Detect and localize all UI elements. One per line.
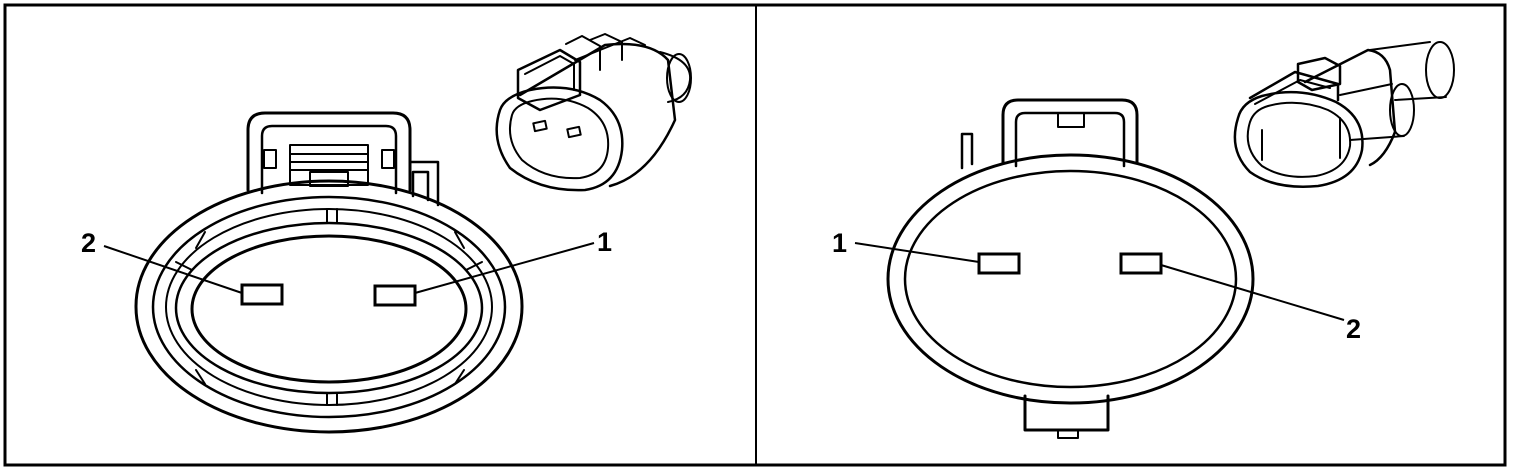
left-pin-2-leader (103, 245, 243, 294)
right-connector-face (886, 98, 1255, 439)
right-pin-1-label: 1 (832, 228, 847, 258)
left-connector-iso-view (495, 33, 692, 192)
left-connector-face (134, 111, 524, 434)
right-pin-2 (1119, 252, 1163, 275)
right-panel: 1 2 (832, 41, 1455, 439)
left-panel: 2 1 (81, 33, 692, 434)
left-pin-1-leader (414, 242, 595, 294)
left-pin-2-label: 2 (81, 228, 96, 258)
right-pin-2-leader (1160, 264, 1345, 321)
right-connector-iso-view (1233, 41, 1455, 188)
left-pin-1-cavity (373, 284, 417, 307)
left-pin-1-label: 1 (597, 227, 612, 257)
right-pin-1 (977, 252, 1021, 275)
right-pin-1-leader (854, 242, 980, 263)
right-pin-2-label: 2 (1346, 314, 1361, 344)
left-pin-2-cavity (240, 283, 284, 306)
